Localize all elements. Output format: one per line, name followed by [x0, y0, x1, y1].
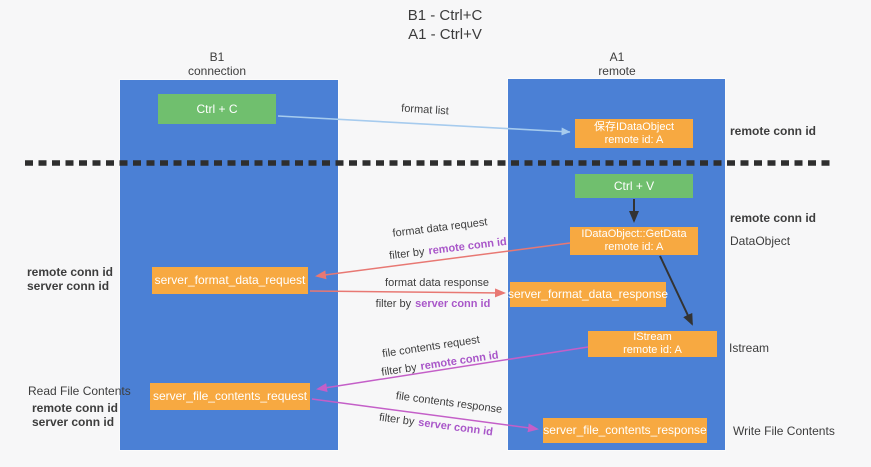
server-file-contents-response-label: server_file_contents_response	[543, 423, 707, 437]
filter-by-text-2: filter by	[375, 298, 412, 310]
idataobject-getdata-line1: IDataObject::GetData	[581, 228, 687, 240]
node-idataobject-getdata: IDataObject::GetData remote id: A	[570, 227, 698, 255]
server-format-data-request-label: server_format_data_request	[154, 273, 306, 287]
lane-a1-title: A1	[609, 50, 625, 64]
server-conn-id-text-1: server conn id	[415, 298, 491, 310]
node-server-format-data-request: server_format_data_request	[152, 267, 308, 294]
remote-conn-id-text-1: remote conn id	[427, 235, 508, 258]
label-remote-conn-id-left-2: remote conn id	[32, 401, 119, 415]
label-istream: Istream	[729, 341, 770, 355]
lane-b1-subtitle: connection	[187, 64, 247, 78]
arrow-label-format-data-response: format data response	[385, 277, 489, 289]
ctrl-v-label: Ctrl + V	[613, 178, 655, 193]
diagram-title: B1 - Ctrl+C A1 - Ctrl+V	[300, 6, 590, 44]
label-remote-conn-id-left-1: remote conn id	[27, 265, 114, 279]
node-ctrl-c: Ctrl + C	[158, 94, 276, 124]
istream-line1: IStream	[633, 331, 672, 343]
server-conn-id-text-2: server conn id	[417, 416, 494, 439]
filter-by-text-4: filter by	[378, 411, 416, 429]
lane-b1-title: B1	[209, 50, 225, 64]
title-line-1: B1 - Ctrl+C	[407, 7, 483, 24]
idataobject-getdata-line2: remote id: A	[604, 241, 664, 253]
arrow-label-file-contents-response: file contents response	[395, 390, 503, 416]
label-dataobject: DataObject	[730, 234, 791, 248]
filter-by-text-3: filter by	[380, 361, 418, 379]
arrow-label-format-list: format list	[400, 102, 450, 118]
node-ctrl-v: Ctrl + V	[575, 174, 693, 198]
label-server-conn-id-left-2: server conn id	[32, 415, 115, 429]
label-remote-conn-id-mid-right: remote conn id	[730, 211, 817, 225]
server-file-contents-request-label: server_file_contents_request	[152, 389, 308, 403]
node-save-idataobject: 保存IDataObject remote id: A	[575, 119, 693, 148]
node-server-format-data-response: server_format_data_response	[507, 282, 669, 307]
arrow-label-format-data-request: format data request	[391, 216, 489, 240]
label-read-file-contents: Read File Contents	[28, 384, 131, 398]
label-remote-conn-id-top-right: remote conn id	[730, 124, 817, 138]
node-istream: IStream remote id: A	[588, 331, 717, 357]
lane-header-a1: A1 remote	[557, 50, 677, 78]
label-server-conn-id-left-1: server conn id	[27, 279, 110, 293]
server-format-data-response-label: server_format_data_response	[507, 287, 669, 301]
save-idataobject-line1: 保存IDataObject	[593, 120, 675, 133]
arrow-format-data-response	[309, 288, 506, 298]
istream-line2: remote id: A	[623, 344, 682, 356]
title-line-2: A1 - Ctrl+V	[408, 26, 482, 43]
lane-header-b1: B1 connection	[157, 50, 277, 78]
ctrl-c-label: Ctrl + C	[196, 101, 238, 116]
save-idataobject-line2: remote id: A	[604, 133, 664, 146]
node-server-file-contents-request: server_file_contents_request	[150, 383, 310, 410]
lane-a1-subtitle: remote	[598, 64, 636, 78]
label-write-file-contents: Write File Contents	[733, 424, 835, 438]
node-server-file-contents-response: server_file_contents_response	[543, 418, 707, 443]
filter-by-text-1: filter by	[388, 245, 426, 263]
